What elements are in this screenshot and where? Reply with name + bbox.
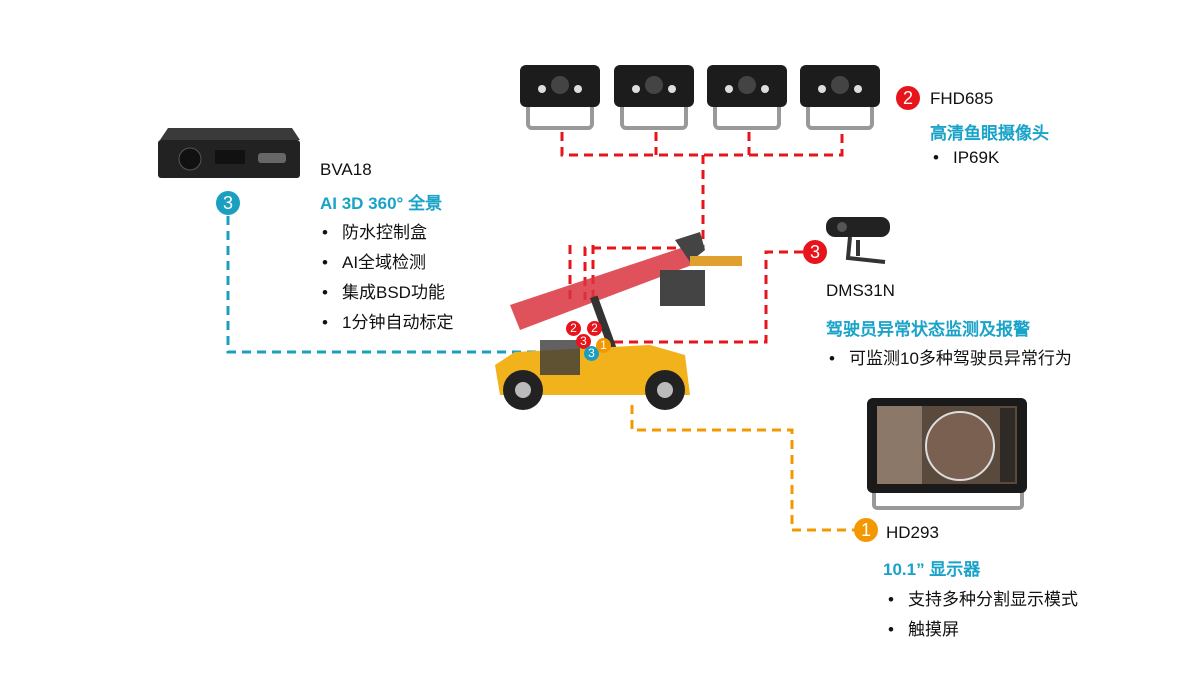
dms-badge: 3 — [803, 240, 827, 264]
vehicle-dms-badge: 3 — [576, 334, 591, 349]
bva-badge: 3 — [216, 191, 240, 215]
camera-bullet: IP69K — [933, 148, 999, 168]
dms-connection-line — [600, 250, 803, 344]
dms-title: 驾驶员异常状态监测及报警 — [826, 320, 1030, 339]
dms-camera-icon — [826, 217, 890, 264]
monitor-badge: 1 — [854, 518, 878, 542]
bva-bullet: 集成BSD功能 — [322, 278, 445, 303]
vehicle-camera-badge: 2 — [566, 321, 581, 336]
vehicle-camera-badge: 2 — [587, 321, 602, 336]
monitor-connection-line — [630, 405, 855, 532]
bva-bullet: AI全域检测 — [322, 248, 426, 273]
monitor-bullet: 支持多种分割显示模式 — [888, 585, 1078, 610]
bva-model: BVA18 — [320, 160, 372, 179]
fisheye-camera-icons — [520, 65, 880, 130]
bva-title: AI 3D 360° 全景 — [320, 194, 443, 213]
camera-badge: 2 — [896, 86, 920, 110]
vehicle-bva-badge: 3 — [584, 346, 599, 361]
monitor-model: HD293 — [886, 523, 939, 542]
monitor-icon — [867, 398, 1027, 510]
camera-model: FHD685 — [930, 89, 994, 108]
bva-bullet: 1分钟自动标定 — [322, 308, 453, 333]
monitor-bullet: 触摸屏 — [888, 615, 959, 640]
bva-connection-line — [226, 216, 560, 354]
reach-stacker-vehicle — [495, 232, 742, 410]
dms-bullet: 可监测10多种驾驶员异常行为 — [829, 344, 1072, 369]
camera-title: 高清鱼眼摄像头 — [930, 124, 1049, 143]
bva18-box-icon — [158, 128, 300, 178]
dms-model: DMS31N — [826, 281, 895, 300]
bva-bullet: 防水控制盒 — [322, 218, 427, 243]
monitor-title: 10.1” 显示器 — [883, 560, 981, 579]
vehicle-monitor-badge: 1 — [596, 338, 611, 353]
